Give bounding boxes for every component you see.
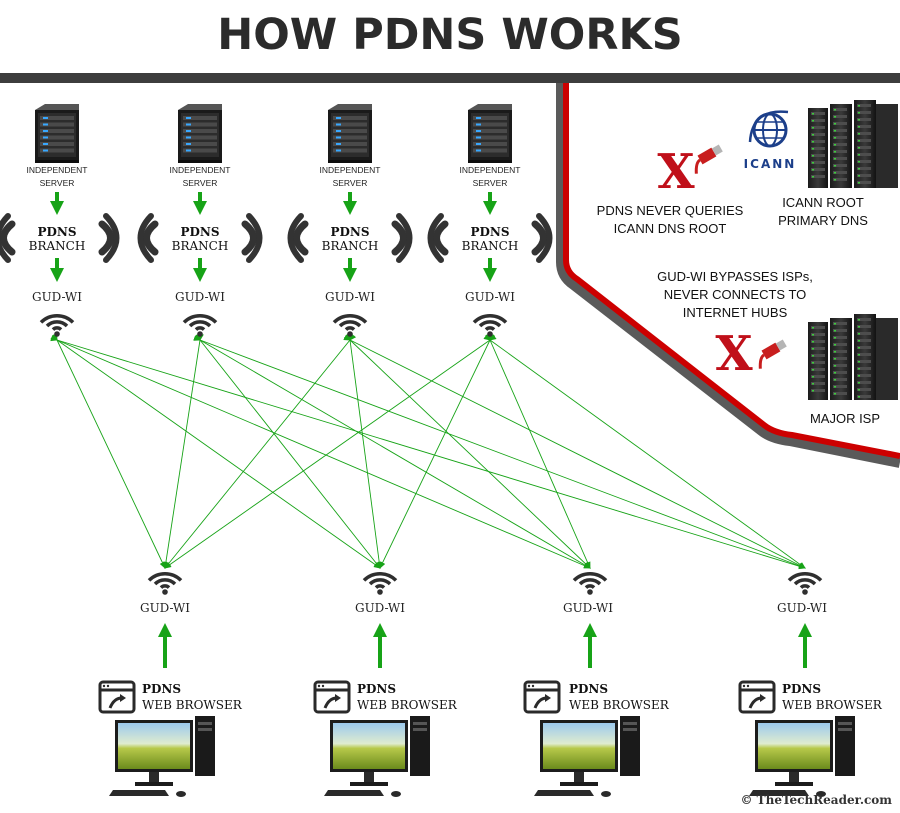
server-icon — [35, 104, 79, 163]
wifi-icon — [147, 572, 183, 595]
bypasses-caption: GUD-WI BYPASSES ISPs, NEVER CONNECTS TO … — [657, 269, 813, 320]
broadcast-waves-icon — [137, 213, 263, 263]
wifi-icon — [787, 572, 823, 595]
vertical-connections — [50, 192, 812, 668]
wifi-icon — [332, 314, 368, 337]
gudwi-label: GUD-WI — [464, 290, 515, 304]
ethernet-cable-icon — [694, 144, 723, 174]
gudwi-label: GUD-WI — [174, 290, 225, 304]
mesh-arrow — [164, 333, 357, 569]
mesh-arrow — [343, 333, 591, 569]
icann-root-caption: ICANN ROOT PRIMARY DNS — [778, 195, 868, 228]
gudwi-label: GUD-WI — [562, 601, 613, 615]
copyright-text: © TheTechReader.com — [740, 793, 893, 807]
browser-window-icon — [738, 680, 776, 714]
gudwi-label: GUD-WI — [776, 601, 827, 615]
mesh-arrow — [483, 334, 806, 569]
gudwi-label: GUD-WI — [324, 290, 375, 304]
desktop-computer-icon — [534, 716, 640, 797]
server-label: INDEPENDENT SERVER — [319, 165, 381, 188]
server-label: INDEPENDENT SERVER — [26, 165, 88, 188]
gudwi-label: GUD-WI — [31, 290, 82, 304]
gudwi-label: GUD-WI — [139, 601, 190, 615]
mesh-arrow — [193, 334, 591, 569]
desktop-computer-icon — [324, 716, 430, 797]
x-mark-icann: X — [657, 144, 695, 200]
server-icon — [178, 104, 222, 163]
x-mark-isp: X — [715, 326, 753, 382]
ethernet-cable-icon — [758, 339, 787, 369]
mesh-connections — [50, 333, 806, 570]
browser-window-icon — [523, 680, 561, 714]
page-title: HOW PDNS WORKS — [217, 10, 683, 60]
major-isp-caption: MAJOR ISP — [809, 411, 881, 426]
wifi-icon — [472, 314, 508, 337]
icann-logo — [748, 110, 789, 148]
server-label: INDEPENDENT SERVER — [169, 165, 231, 188]
desktop-computer-icon — [109, 716, 215, 797]
title-underline — [0, 73, 900, 83]
mesh-arrow — [193, 335, 806, 569]
browser-window-icon — [313, 680, 351, 714]
wifi-icon — [182, 314, 218, 337]
wifi-icon — [572, 572, 608, 595]
gudwi-label: GUD-WI — [354, 601, 405, 615]
wifi-icon — [362, 572, 398, 595]
mesh-arrow — [164, 334, 497, 569]
mesh-arrow — [346, 333, 383, 569]
nodes — [0, 104, 855, 797]
mesh-arrow — [484, 333, 591, 569]
wifi-icon — [39, 314, 75, 337]
broadcast-waves-icon — [287, 213, 413, 263]
broadcast-waves-icon — [427, 213, 553, 263]
mesh-arrow — [51, 333, 166, 569]
browser-window-icon — [98, 680, 136, 714]
mesh-arrow — [50, 334, 381, 569]
never-queries-caption: PDNS NEVER QUERIES ICANN DNS ROOT — [596, 203, 744, 236]
broadcast-waves-icon — [0, 213, 120, 263]
desktop-computer-icon — [749, 716, 855, 797]
mesh-arrow — [50, 334, 591, 569]
mesh-arrow — [379, 333, 496, 569]
server-label: INDEPENDENT SERVER — [459, 165, 521, 188]
icann-logo-text: ICANN — [744, 157, 797, 171]
server-icon — [468, 104, 512, 163]
server-icon — [328, 104, 372, 163]
